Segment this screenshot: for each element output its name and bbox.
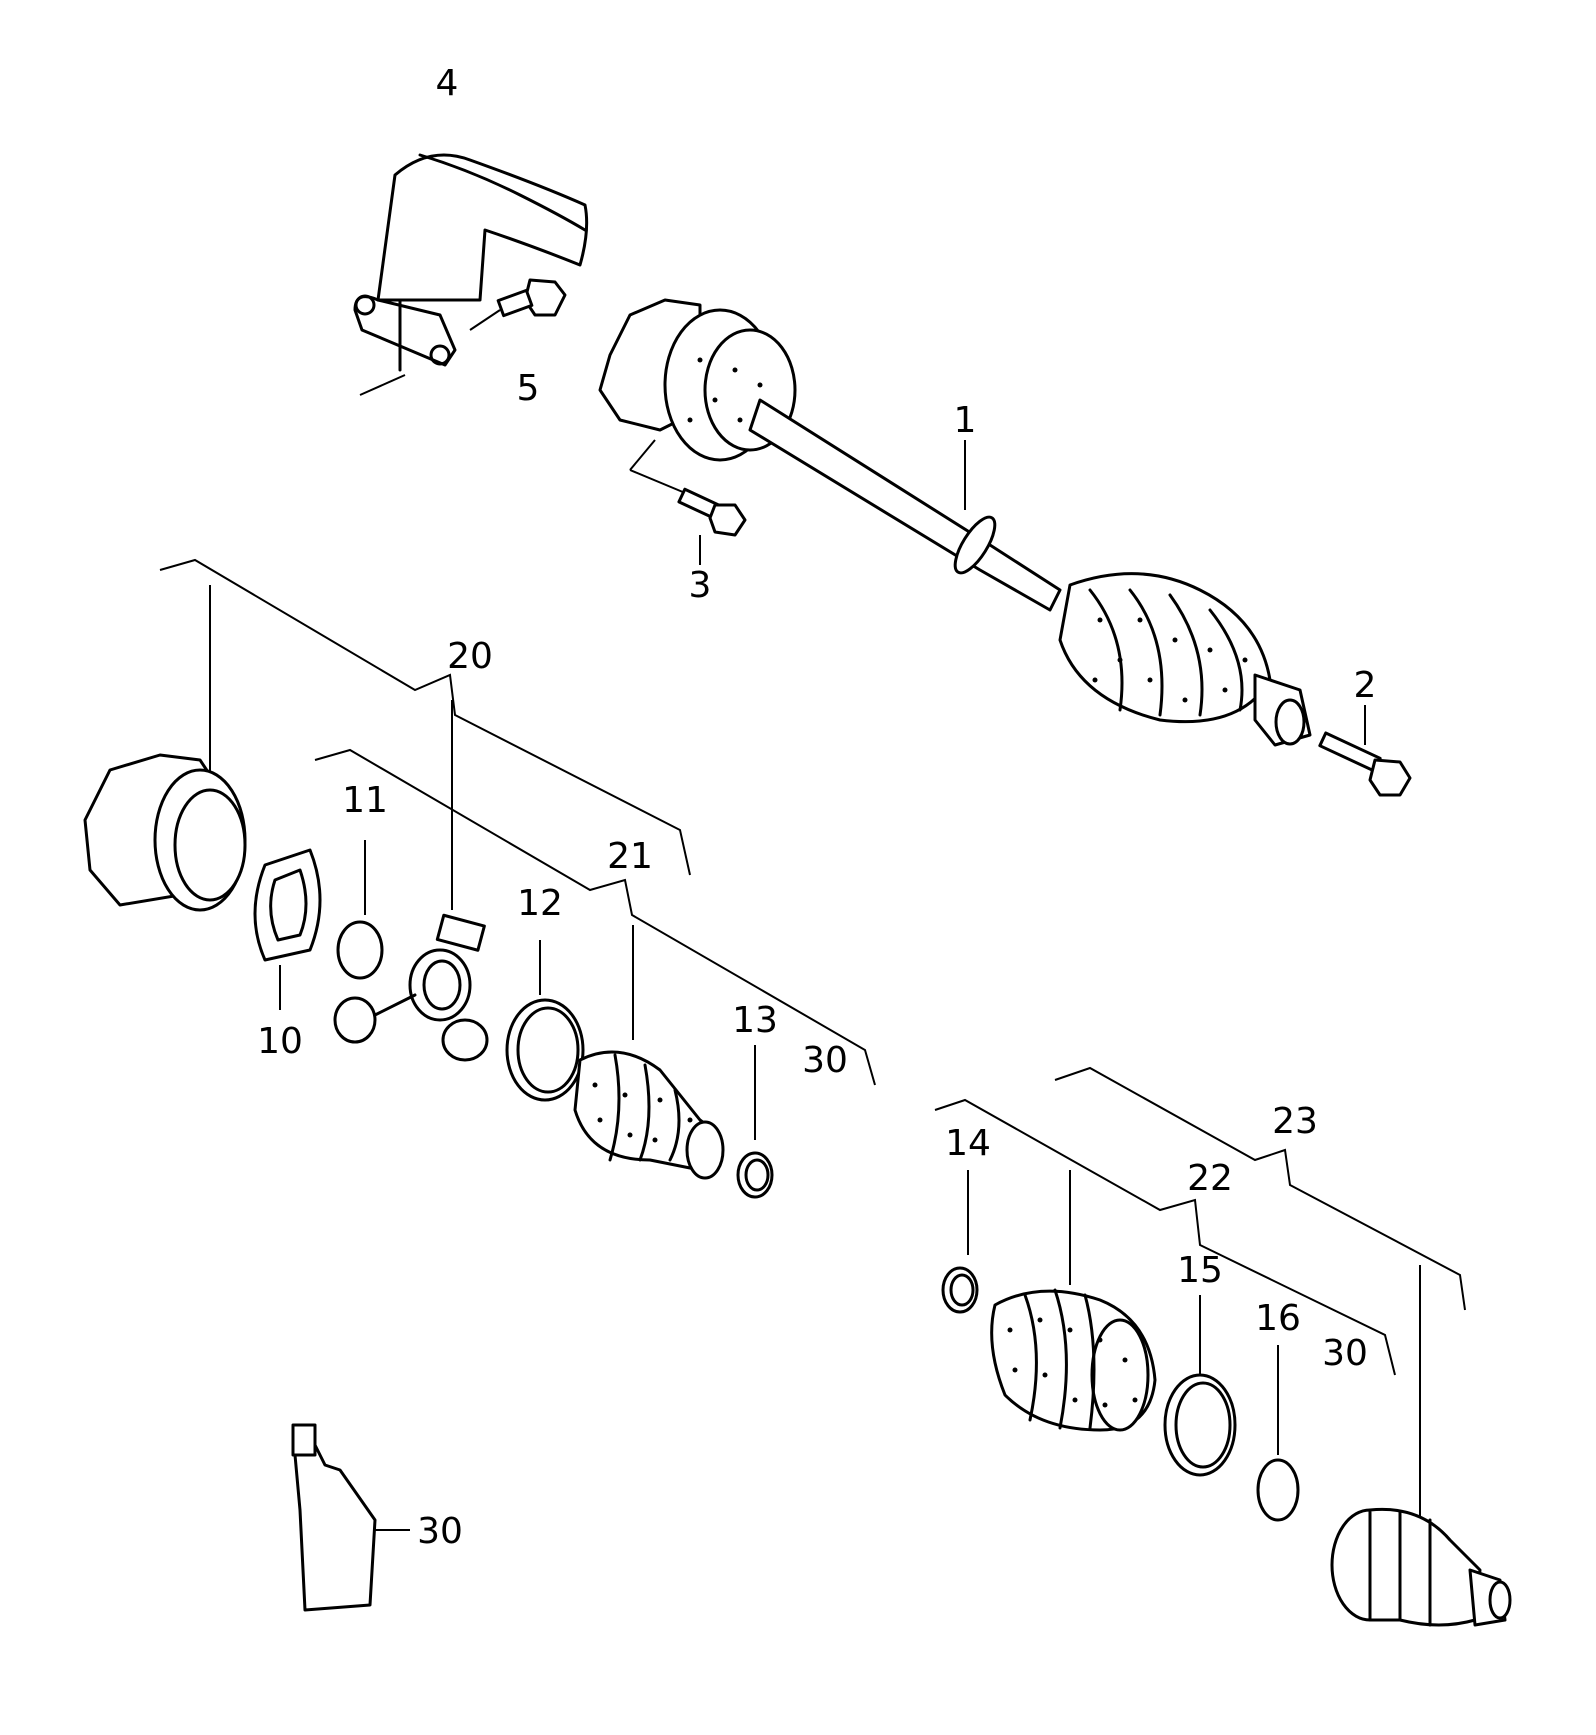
drive-shaft-part-1 bbox=[598, 298, 1312, 747]
callout-10: 10 bbox=[257, 1021, 303, 1062]
boot-texture-21 bbox=[592, 1082, 693, 1143]
callout-14: 14 bbox=[945, 1123, 991, 1164]
callout-labels: 4 5 1 3 2 20 11 21 12 10 13 30 23 14 22 … bbox=[257, 63, 1376, 1552]
callout-12: 12 bbox=[517, 883, 563, 924]
boot-part-21 bbox=[573, 1050, 725, 1180]
callout-4: 4 bbox=[436, 63, 459, 104]
bracket-group-23 bbox=[1054, 1066, 1466, 1520]
boot-texture-22 bbox=[1007, 1317, 1138, 1408]
bolt-part-5 bbox=[469, 278, 567, 331]
grease-tube-part-30 bbox=[291, 1423, 410, 1612]
callout-15: 15 bbox=[1177, 1250, 1223, 1291]
callout-5: 5 bbox=[517, 368, 540, 409]
bracket-group-22 bbox=[934, 1098, 1396, 1376]
cv-joint-part-23 bbox=[1330, 1507, 1512, 1627]
clamp-part-13 bbox=[736, 1045, 774, 1199]
callout-20: 20 bbox=[447, 636, 493, 677]
callout-23: 23 bbox=[1272, 1101, 1318, 1142]
clamp-part-12 bbox=[505, 940, 585, 1102]
callout-30-group21: 30 bbox=[802, 1040, 848, 1081]
circlip-part-11 bbox=[336, 840, 384, 980]
callout-13: 13 bbox=[732, 1000, 778, 1041]
bracket-group-21 bbox=[314, 748, 876, 1086]
bolt-part-3 bbox=[677, 487, 747, 565]
callout-30-group22: 30 bbox=[1322, 1333, 1368, 1374]
heat-shield-part-4 bbox=[353, 153, 589, 396]
callout-21: 21 bbox=[607, 836, 653, 877]
callout-1: 1 bbox=[954, 400, 977, 441]
boot-part-22 bbox=[990, 1288, 1157, 1432]
tripod-joint bbox=[333, 913, 489, 1062]
circlip-part-16 bbox=[1256, 1345, 1300, 1522]
callout-22: 22 bbox=[1187, 1158, 1233, 1199]
clamp-part-14 bbox=[941, 1170, 979, 1314]
housing-part-10 bbox=[83, 753, 322, 1010]
boot-texture bbox=[687, 357, 1248, 703]
callout-3: 3 bbox=[689, 565, 712, 606]
callout-2: 2 bbox=[1354, 665, 1377, 706]
bracket-group-20 bbox=[159, 558, 691, 910]
bolt-part-2 bbox=[1318, 705, 1412, 797]
callout-16: 16 bbox=[1255, 1298, 1301, 1339]
callout-11: 11 bbox=[342, 780, 388, 821]
clamp-part-15 bbox=[1163, 1295, 1237, 1477]
callout-30-grease: 30 bbox=[417, 1511, 463, 1552]
